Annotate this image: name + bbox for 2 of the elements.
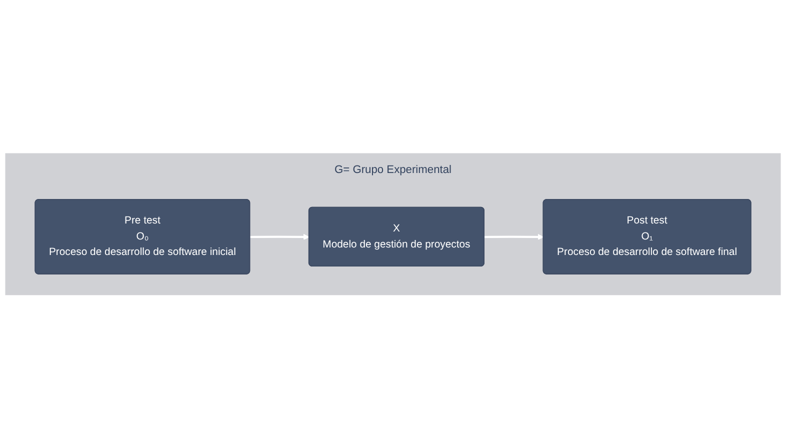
arrow — [250, 234, 310, 240]
arrow — [484, 234, 544, 240]
